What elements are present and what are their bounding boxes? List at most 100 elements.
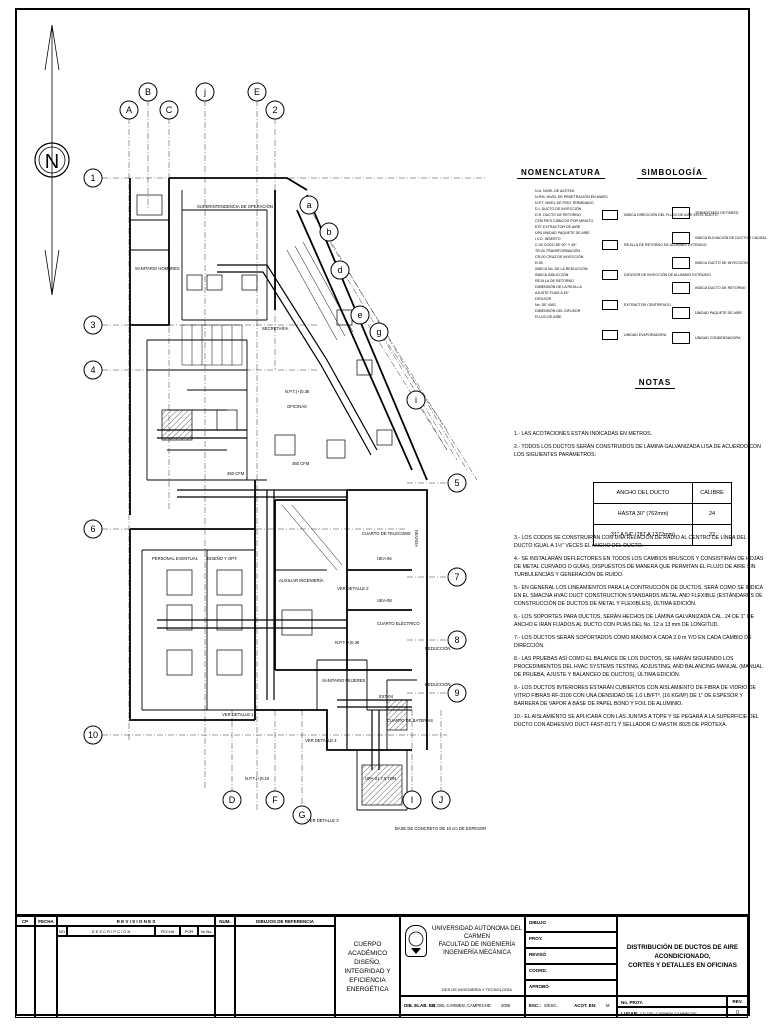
plan-label: N.P.T.(+)0.36 — [335, 640, 360, 645]
drawing-sheet: N — [15, 8, 768, 1016]
rev-value: 0 — [727, 1007, 748, 1018]
nomenclatura-item: AJUSTE FIJAS A 45° — [535, 291, 569, 295]
simbologia-title: SIMBOLOGÍA — [612, 168, 732, 179]
dibujos-ref-label: DIBUJOS DE REFERENCIA — [235, 916, 335, 926]
cuerpo-academico: CUERPO ACADÉMICO DISEÑO, INTEGRIDAD Y EF… — [335, 916, 400, 1018]
revisiones-label: R E V I S I O N E S — [57, 916, 215, 926]
nomenclatura-item: DIMENSIÓN DE LA REJILLA — [535, 285, 582, 289]
note: 6.- LOS SOPORTES PARA DUCTOS, SERÁN HECH… — [514, 614, 755, 628]
table-header: ANCHO DEL DUCTO — [593, 482, 693, 504]
drawing-title: DISTRIBUCIÓN DE DUCTOS DE AIRE ACONDICIO… — [617, 916, 748, 996]
plan-label: VER DETALLE 4 — [305, 738, 337, 743]
simbologia-label: TERMOSTATO DE PARED — [695, 210, 739, 215]
simbologia-item: REJILLA DE RETORNO DE ALUMINIO EXTRUIDO — [602, 230, 752, 260]
cp-column — [15, 926, 35, 1018]
des-label: DES DE INGENIERÍA Y TECNOLOGÍA — [442, 987, 512, 992]
table-cell: 22 — [692, 524, 732, 546]
simbologia-label: INDICA DUCTO DE RETORNO — [695, 285, 746, 290]
cp-label: CP — [15, 916, 35, 926]
simbologia-list: INDICA DIRECCIÓN DEL FLUJO DE AIRE EN EL… — [602, 200, 752, 350]
note: 8.- LAS PRUEBAS ASÍ COMO EL BALANCE DE L… — [514, 656, 763, 678]
year-value: 2005 — [501, 1003, 511, 1008]
simbologia-item: TERMOSTATO DE PARED — [672, 200, 757, 225]
dib-elab-label: DIB. ELAB. EN: — [404, 1003, 437, 1008]
simbologia-label: REJILLA DE RETORNO DE ALUMINIO EXTRUIDO — [624, 243, 707, 247]
grid-labels: A B C j E 2 1 3 4 6 10 a b d e g i 5 7 8… — [88, 87, 460, 820]
grid-label: 6 — [90, 524, 95, 534]
grid-label: I — [411, 795, 414, 805]
grid-label: 8 — [454, 635, 459, 645]
simbologia-label: UNIDAD PAQUETE DE AIRE — [695, 310, 742, 315]
grid-label: e — [357, 310, 362, 320]
room-label: CUARTO DE BATERIAS — [387, 718, 433, 723]
simbologia-label: DIFUSOR DE INYECCIÓN DE ALUMINIO EXTRUID… — [624, 273, 711, 277]
room-label: OFICINAS — [287, 404, 307, 409]
no-label: NO — [57, 926, 67, 936]
symbol-icon — [672, 331, 690, 344]
nomenclatura-item: TR-00 TRANSFORMACIÓN — [535, 249, 581, 253]
simbologia-label: INDICA ELEVACIÓN DE DUCTO Y CAUDAL DE AI… — [695, 235, 768, 240]
plan-label: 450 CFM — [292, 461, 310, 466]
plan-label: VER DETALLE 3 — [307, 818, 339, 823]
nomenclatura-item: I.V.D. INSERTO — [535, 237, 561, 241]
room-label: BASE DE CONCRETO DE 10 cm DE ESPESOR — [395, 826, 486, 831]
grid-label: 4 — [90, 365, 95, 375]
nomenclatura-item: CR-00 CRUZ DE INYECCIÓN — [535, 255, 584, 259]
nomenclatura-item: REJILLA DE RETORNO — [535, 279, 574, 283]
plan-label: UPA-01 7.5 TON — [365, 776, 396, 781]
grid-label: E — [254, 87, 260, 97]
grid-label: 10 — [88, 730, 98, 740]
dib-elab-value: CD. DEL CARMEN, CAMPECHE — [429, 1003, 491, 1008]
grid-label: a — [306, 200, 311, 210]
symbol-icon — [672, 206, 690, 219]
nomenclatura-item: No. DE VÍAS — [535, 303, 556, 307]
acot-label: ACOT. EN: — [574, 1003, 597, 1008]
simbologia-label: UNIDAD CONDENSADORA — [695, 335, 741, 340]
fecha-label: FECHA — [35, 916, 57, 926]
nomenclatura-list: N.A. NIVEL DE AZOTEA N.P.M. NIVEL DE PENE… — [535, 188, 625, 320]
simbologia-item: DIFUSOR DE INYECCIÓN DE ALUMINIO EXTRUID… — [602, 260, 752, 290]
nomenclatura-item: N.A. NIVEL DE AZOTEA — [535, 189, 575, 193]
drawing-title-line: CORTES Y DETALLES EN OFICINAS — [628, 961, 737, 969]
university-block: UNIVERSIDAD AUTÓNOMA DEL CARMEN FACULTAD… — [400, 916, 525, 996]
grid-label: D — [229, 795, 236, 805]
vobo-label: Vo.Bo. — [198, 926, 215, 936]
university-line: INGENIERÍA MECÁNICA — [443, 950, 511, 956]
simbologia-item: INDICA ELEVACIÓN DE DUCTO Y CAUDAL DE AI… — [672, 225, 768, 250]
plan-label: 450 CFM — [227, 471, 245, 476]
simbologia-item: INDICA DIRECCIÓN DEL FLUJO DE AIRE EN EL… — [602, 200, 752, 230]
grid-label: d — [337, 265, 342, 275]
note: 2.- TODOS LOS DUCTOS SERÁN CONSTRUIDOS D… — [514, 444, 761, 458]
gauge-table: ANCHO DEL DUCTO CALIBRE HASTA 30" (762mm… — [593, 482, 732, 546]
nomenclatura-item: N.P.M. NIVEL DE PENETRACIÓN EN MURO — [535, 195, 608, 199]
north-label: N — [45, 151, 59, 173]
grid-label: 9 — [454, 688, 459, 698]
room-label: SECRETARIA — [262, 326, 289, 331]
symbol-icon — [672, 281, 690, 294]
grid-label: J — [439, 795, 444, 805]
fecha-column — [35, 926, 57, 1018]
acot-value: M — [606, 1003, 610, 1008]
university-line: UNIVERSIDAD AUTÓNOMA DEL CARMEN — [431, 926, 523, 940]
cuerpo-line: EFICIENCIA ENERGÉTICA — [346, 977, 389, 993]
nomenclatura-item: INDICA No. DE LA REDUCCIÓN — [535, 267, 588, 271]
grid-label: 7 — [454, 572, 459, 582]
symbol-icon — [602, 240, 618, 250]
nomenclatura-item: D.R. DUCTO DE RETORNO — [535, 213, 581, 217]
note: 1.- LAS ACOTACIONES ESTÁN INDICADAS EN M… — [514, 431, 652, 437]
simbologia-label: UNIDAD EVAPORADORA — [624, 333, 667, 337]
university-line: FACULTAD DE INGENIERÍA — [438, 942, 516, 948]
symbol-icon — [672, 231, 690, 244]
esc-label: ESC.: — [529, 1003, 542, 1008]
grid-label: j — [203, 87, 206, 97]
north-arrow: N — [34, 24, 70, 296]
symbol-icon — [602, 300, 618, 310]
descripcion-label: D E S C R I P C I Ó N — [67, 926, 155, 936]
plan-label: N.P.T.(+)0.10 — [245, 776, 270, 781]
nomenclatura-item: N.P.T. NIVEL DE PISO TERMINADO — [535, 201, 594, 205]
lugar-value: CD DEL CARMEN CAMPECHE — [640, 1011, 697, 1016]
grid-label: b — [326, 227, 331, 237]
symbol-icon — [602, 210, 618, 220]
plan-label: EXT-04 — [379, 694, 394, 699]
plan-label: REDUCCIÓN — [425, 682, 450, 687]
